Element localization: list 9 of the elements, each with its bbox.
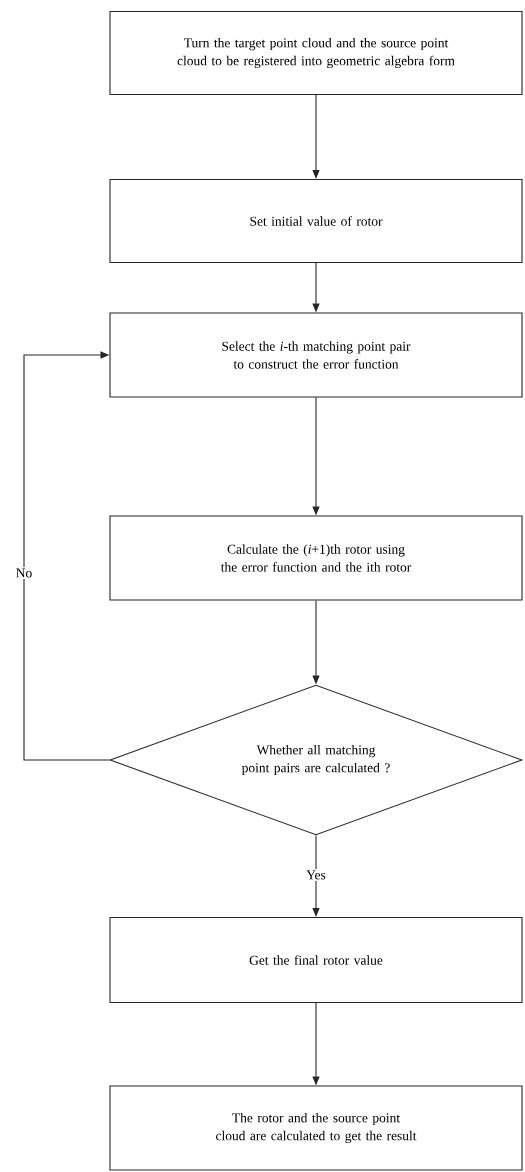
process-box: The rotor and the source point cloud are calculated to get the result <box>109 1085 523 1171</box>
process-box: Set initial value of rotor <box>109 178 523 264</box>
edge-label: No <box>14 567 34 579</box>
process-box: Get the final rotor value <box>109 916 523 1004</box>
process-box: Turn the target point cloud and the source point cloud to be registered into geometric algebra form <box>109 10 523 96</box>
process-box: Calculate the (i+1)th rotor using the error function and the ith rotor <box>109 515 523 601</box>
process-box: Select the i-th matching point pair to construct the error function <box>109 312 523 398</box>
arrow <box>23 351 110 761</box>
edge-label: Yes <box>304 869 328 881</box>
